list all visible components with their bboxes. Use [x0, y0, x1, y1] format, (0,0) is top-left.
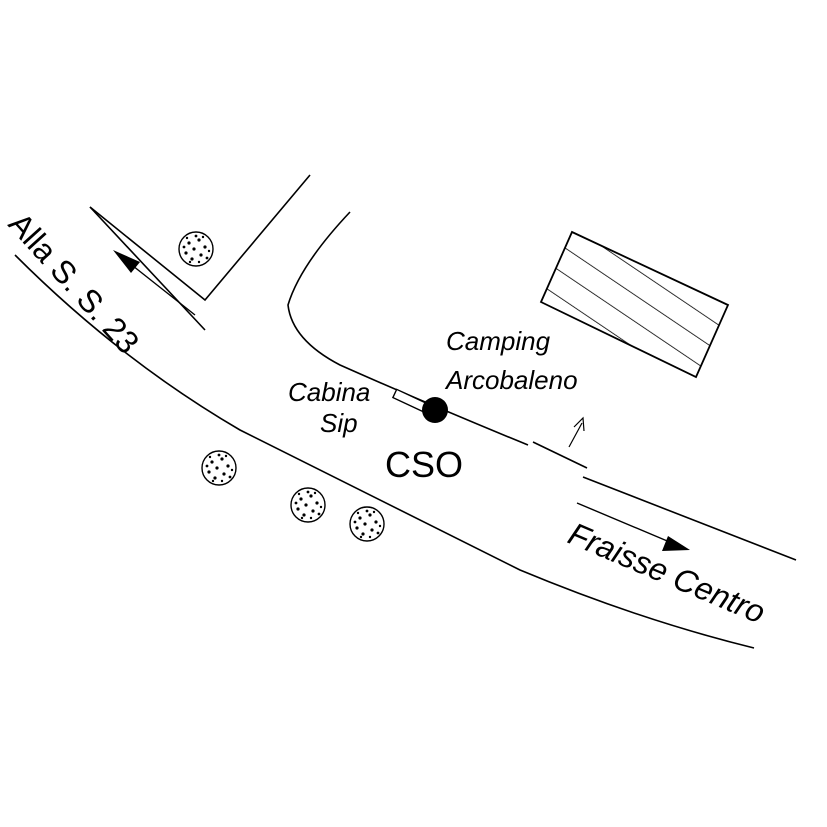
tree-icon: [178, 231, 214, 267]
arrow-icon: [576, 502, 690, 551]
main-road-south-edge: [14, 254, 755, 649]
cabina-label-line1: Cabina: [288, 377, 370, 407]
camping-label-line1: Camping: [446, 326, 551, 356]
camp-entry-edge-1: [532, 441, 588, 469]
location-dot-icon: [422, 397, 448, 423]
side-road-west-edge: [89, 174, 311, 302]
tree-icon: [349, 506, 385, 542]
arrow-icon: [568, 416, 585, 448]
road-label-se: Fraisse Centro: [563, 515, 770, 630]
cabina-label-line2: Sip: [320, 408, 358, 438]
main-road-north-edge-east: [582, 476, 797, 561]
road-label-nw: Alla S. S. 23: [2, 206, 147, 361]
camping-label-line2: Arcobaleno: [444, 365, 578, 395]
side-road-east-edge: [287, 211, 529, 446]
road-edges: [14, 174, 797, 649]
main-road-north-edge-west: [89, 206, 206, 331]
hatched-building-icon: [539, 230, 730, 379]
cso-label: CSO: [385, 444, 463, 485]
tree-icon: [201, 450, 237, 486]
arrow-icon: [113, 250, 196, 316]
tree-icon: [290, 487, 326, 523]
